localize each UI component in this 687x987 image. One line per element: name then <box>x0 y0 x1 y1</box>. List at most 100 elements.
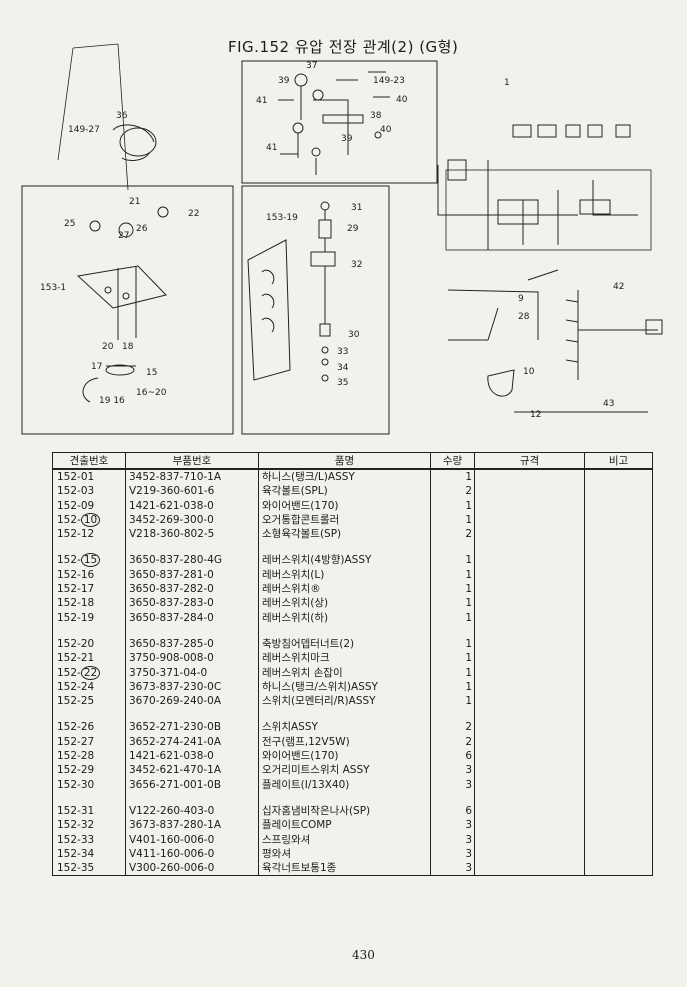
callout-41-b: 41 <box>266 143 277 153</box>
part-name-cell: 전구(램프,12V5W) <box>258 734 431 750</box>
ref-no-cell: 152-10 <box>52 512 126 528</box>
remarks-cell <box>584 803 653 819</box>
part-name-cell: 레버스위치 손잡이 <box>258 665 431 680</box>
callout-19-16: 19 16 <box>99 396 125 406</box>
part-no-cell: 3650-837-283-0 <box>125 596 259 611</box>
part-name-cell: 소형육각볼트(SP) <box>258 527 431 542</box>
circled-ref-marker: 22 <box>80 665 101 680</box>
panel-d-frame <box>241 185 390 435</box>
quantity-cell: 1 <box>430 596 475 611</box>
quantity-cell: 1 <box>430 567 475 583</box>
remarks-cell <box>584 512 653 528</box>
part-no-cell: 3650-837-282-0 <box>125 582 259 597</box>
callout-40-a: 40 <box>396 95 408 105</box>
panel-b-frame <box>241 60 438 184</box>
part-no-cell: 1421-621-038-0 <box>125 498 259 513</box>
ref-no-cell: 152-09 <box>52 498 126 513</box>
callout-10: 10 <box>523 367 535 377</box>
part-name-cell: 플레이트COMP <box>258 818 431 833</box>
part-no-cell: 3652-274-241-0A <box>125 734 259 750</box>
part-name-cell: 레버스위치(L) <box>258 567 431 583</box>
spec-cell <box>474 734 585 750</box>
part-no-cell: 3750-908-008-0 <box>125 651 259 666</box>
spec-cell <box>474 582 585 597</box>
ref-no-cell: 152-18 <box>52 596 126 611</box>
callout-39: 39 <box>278 76 290 86</box>
circled-ref-marker: 15 <box>80 553 101 568</box>
ref-no-cell: 152-30 <box>52 777 126 792</box>
header-spec: 규격 <box>474 452 585 470</box>
callout-21: 21 <box>129 197 140 207</box>
ref-no-cell: 152-34 <box>52 846 126 862</box>
header-remarks: 비고 <box>584 452 653 470</box>
table-header-row: 견출번호 부품번호 품명 수량 규격 비고 <box>52 452 653 470</box>
part-name-cell: 하니스(탱크/스위치)ASSY <box>258 679 431 695</box>
part-name-cell: 축방침어뎁터너트(2) <box>258 636 431 652</box>
callout-40-b: 40 <box>380 125 392 135</box>
part-no-cell: V219-360-601-6 <box>125 484 259 499</box>
spec-cell <box>474 651 585 666</box>
part-name-cell: 레버스위치마크 <box>258 651 431 666</box>
empty-cell <box>474 791 585 804</box>
empty-cell <box>474 624 585 637</box>
callout-37: 37 <box>306 61 317 71</box>
quantity-cell: 3 <box>430 777 475 792</box>
part-no-cell: 3452-269-300-0 <box>125 512 259 528</box>
quantity-cell: 3 <box>430 818 475 833</box>
remarks-cell <box>584 694 653 709</box>
callout-28: 28 <box>518 312 530 322</box>
remarks-cell <box>584 596 653 611</box>
callout-38: 38 <box>370 111 382 121</box>
quantity-cell: 1 <box>430 469 475 485</box>
remarks-cell <box>584 636 653 652</box>
quantity-cell: 2 <box>430 484 475 499</box>
callout-42: 42 <box>613 282 624 292</box>
callout-25: 25 <box>64 219 75 229</box>
part-no-cell: V122-260-403-0 <box>125 803 259 819</box>
quantity-cell: 3 <box>430 861 475 877</box>
part-no-cell: 3650-837-280-4G <box>125 553 259 568</box>
empty-cell <box>474 708 585 721</box>
callout-16-20: 16~20 <box>136 388 167 398</box>
spec-cell <box>474 777 585 792</box>
header-part-name: 품명 <box>258 452 431 470</box>
empty-cell <box>430 541 475 554</box>
part-name-cell: 육각너트보통1종 <box>258 861 431 877</box>
remarks-cell <box>584 832 653 847</box>
parts-diagram: 149-27 36 37 39 149-23 40 41 38 40 39 41… <box>18 40 668 438</box>
remarks-cell <box>584 861 653 877</box>
spec-cell <box>474 846 585 862</box>
empty-cell <box>125 708 259 721</box>
remarks-cell <box>584 818 653 833</box>
spec-cell <box>474 567 585 583</box>
part-no-cell: 1421-621-038-0 <box>125 749 259 764</box>
callout-149-27: 149-27 <box>68 125 100 135</box>
spec-cell <box>474 803 585 819</box>
remarks-cell <box>584 749 653 764</box>
part-no-cell: 3750-371-04-0 <box>125 665 259 680</box>
quantity-cell: 1 <box>430 553 475 568</box>
part-no-cell: 3650-837-285-0 <box>125 636 259 652</box>
empty-cell <box>125 624 259 637</box>
callout-9: 9 <box>518 294 524 304</box>
table-spacer-row <box>52 791 653 804</box>
table-spacer-row <box>52 624 653 637</box>
spec-cell <box>474 610 585 625</box>
ref-no-cell: 152-15 <box>52 553 126 568</box>
callout-33: 33 <box>337 347 348 357</box>
spec-cell <box>474 679 585 695</box>
quantity-cell: 2 <box>430 720 475 735</box>
harness-area <box>445 169 652 251</box>
part-no-cell: V401-160-006-0 <box>125 832 259 847</box>
